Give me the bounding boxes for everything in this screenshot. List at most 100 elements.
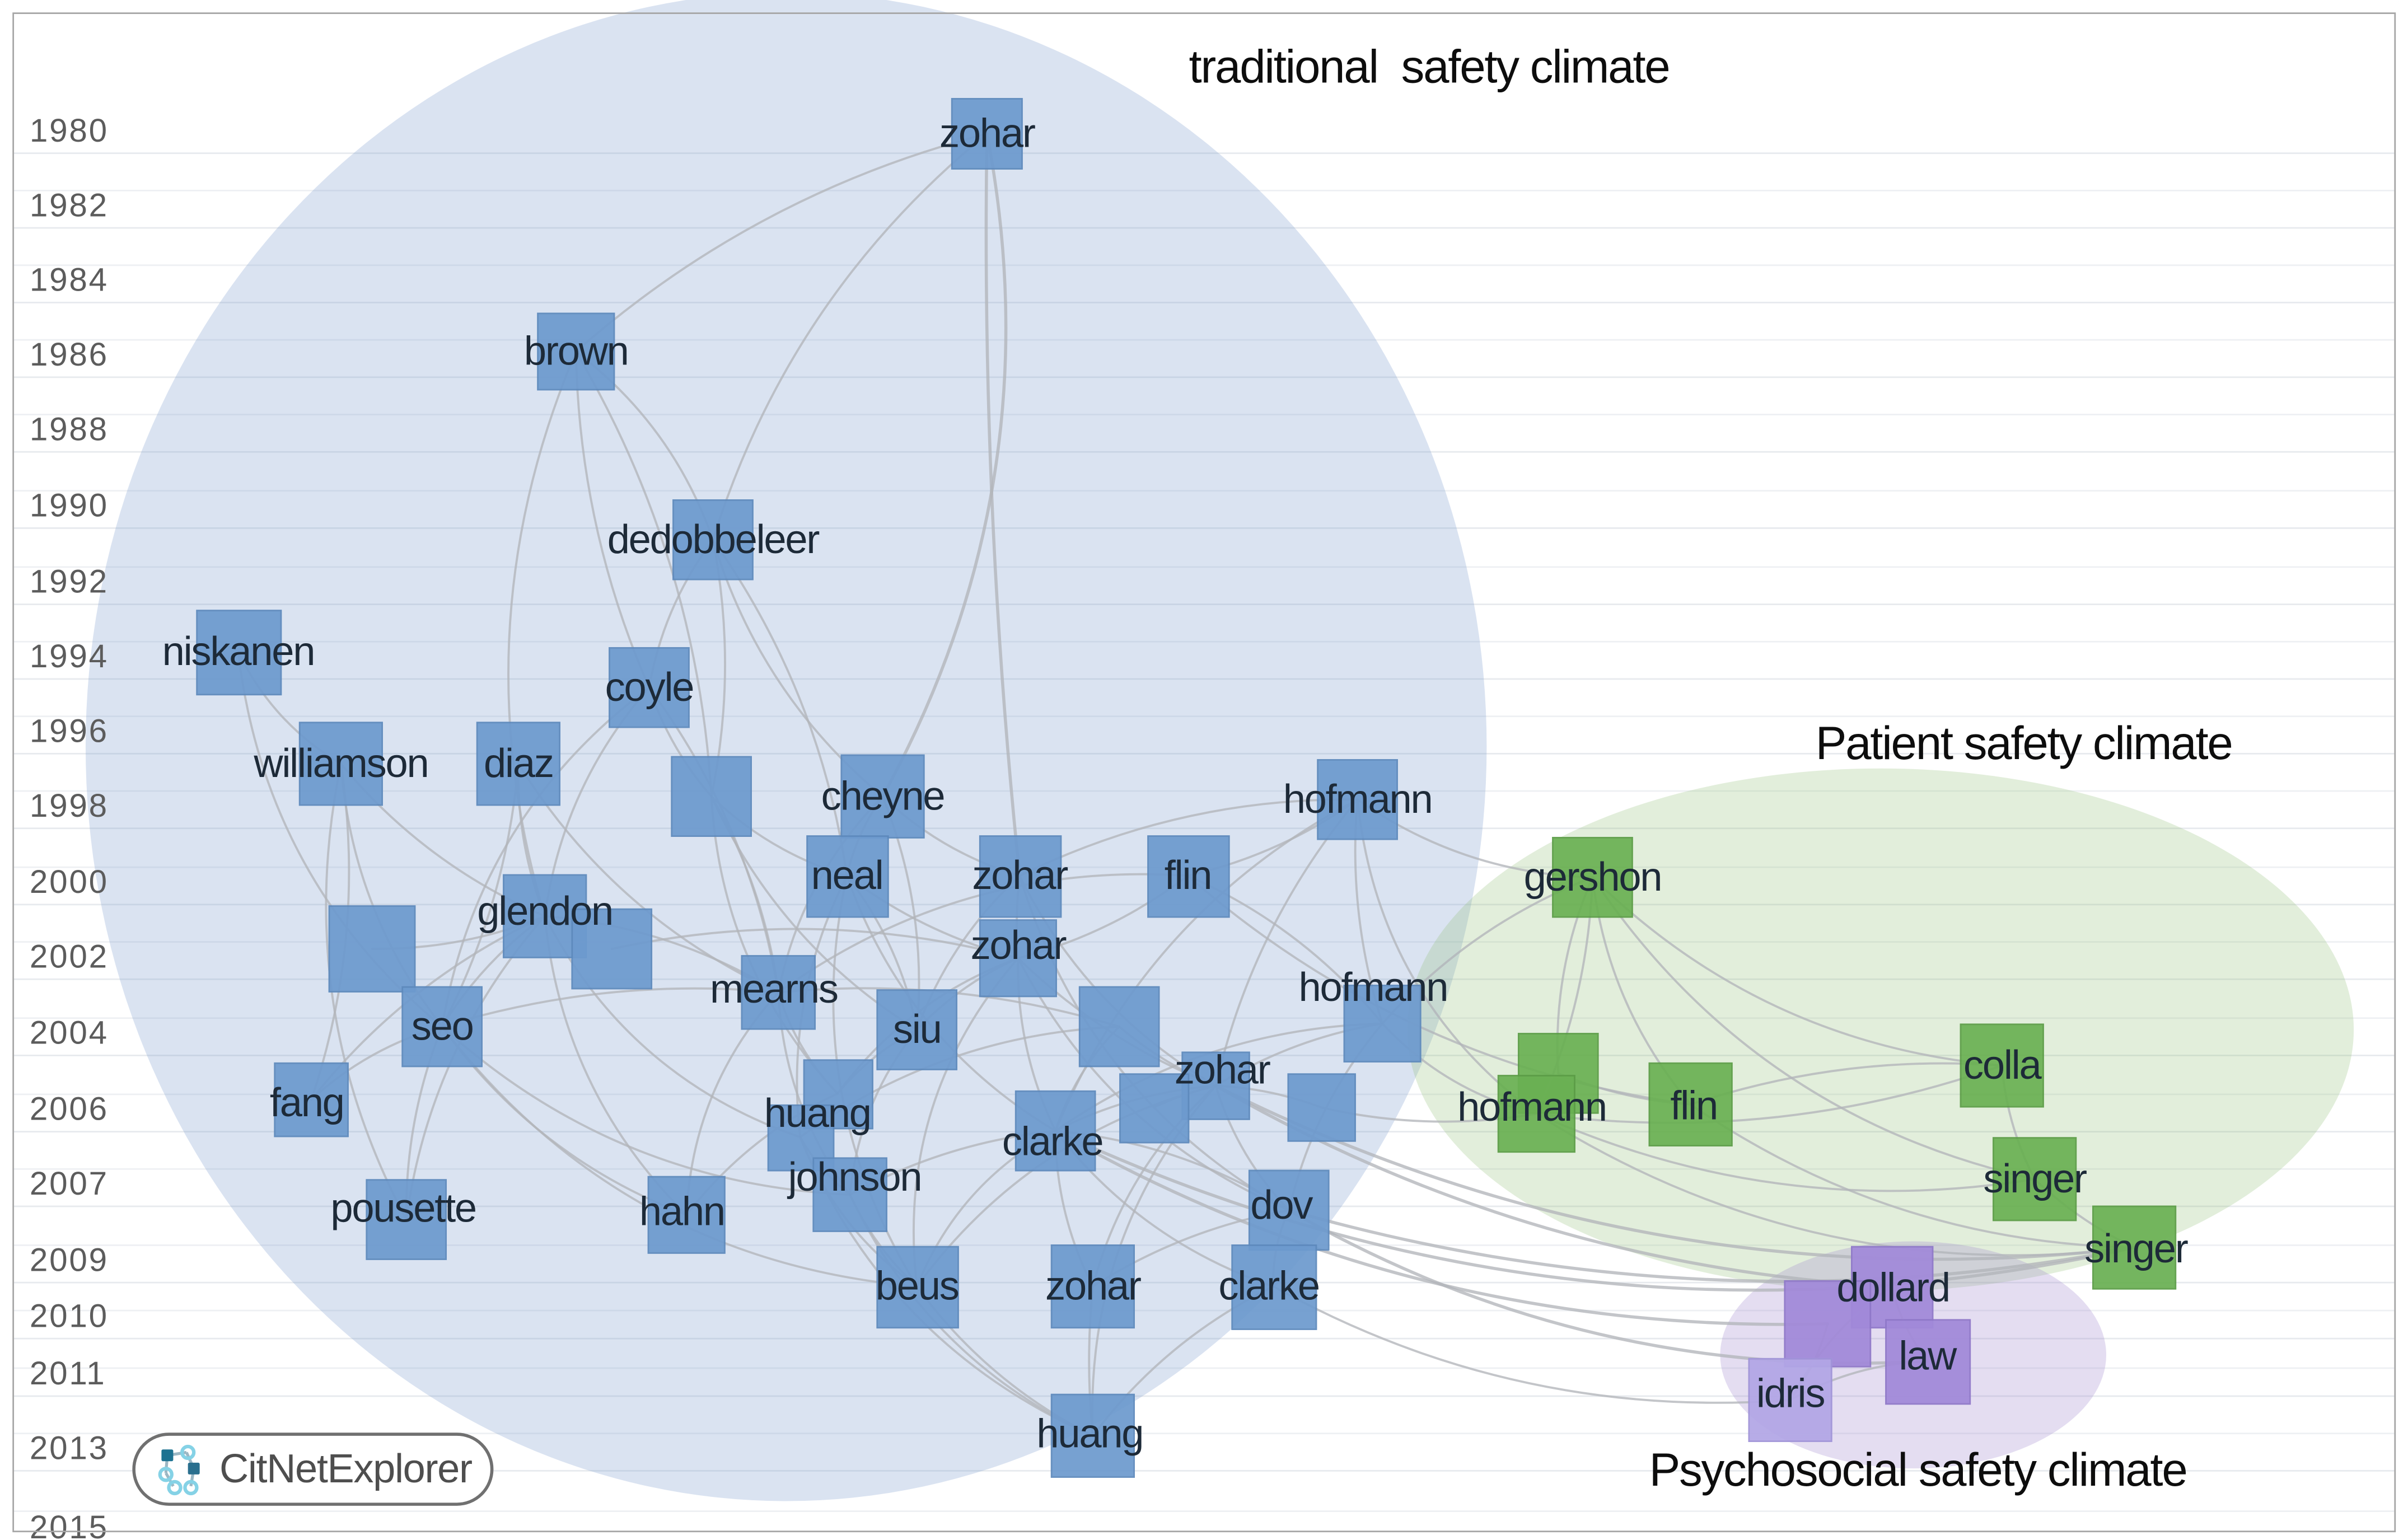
node-label-seo[interactable]: seo: [411, 1002, 474, 1050]
node-label-z02[interactable]: zohar: [970, 921, 1067, 968]
citation-edge: [912, 957, 1020, 1288]
citation-edge: [712, 539, 848, 877]
node-flin-fling[interactable]: [1648, 1062, 1733, 1146]
node-idris-idris[interactable]: [1748, 1358, 1832, 1442]
node-zohar-z00[interactable]: [978, 834, 1061, 918]
node-hofmann-hof03[interactable]: [1343, 984, 1422, 1062]
node-fang-fang[interactable]: [274, 1062, 349, 1138]
node-label-gersh[interactable]: gershon: [1523, 853, 1663, 900]
node-unlabeled-dollB[interactable]: [1784, 1280, 1872, 1368]
node-label-huB[interactable]: huang: [764, 1089, 872, 1136]
node-diaz-diaz[interactable]: [476, 722, 560, 806]
node-label-fling[interactable]: flin: [1670, 1082, 1718, 1129]
citation-edge: [507, 350, 577, 918]
node-zohar-z10[interactable]: [1050, 1244, 1135, 1329]
node-label-cheyne[interactable]: cheyne: [821, 772, 946, 820]
year-label-1998: 1998: [29, 788, 109, 825]
node-label-hof03[interactable]: hofmann: [1298, 963, 1449, 1010]
year-label-2013: 2013: [29, 1431, 109, 1467]
node-hofmann-hgB[interactable]: [1497, 1075, 1575, 1153]
node-dedobbeleer-dedo[interactable]: [672, 499, 754, 581]
node-label-clarke10[interactable]: clarke: [1218, 1262, 1320, 1309]
node-label-will[interactable]: williamson: [254, 739, 429, 787]
year-label-1996: 1996: [29, 714, 109, 750]
node-singer-sing09[interactable]: [2092, 1205, 2177, 1290]
node-beus-beus[interactable]: [876, 1245, 958, 1328]
node-label-neal[interactable]: neal: [811, 851, 884, 898]
node-hahn-hahn[interactable]: [647, 1176, 726, 1254]
node-niskanen-nisk[interactable]: [195, 608, 281, 695]
node-label-z05[interactable]: zohar: [1174, 1046, 1271, 1093]
citation-edge: [849, 1193, 1094, 1437]
node-flin-flin00[interactable]: [1146, 834, 1229, 918]
node-label-john[interactable]: johnson: [788, 1153, 923, 1200]
node-seo-seo[interactable]: [401, 986, 483, 1068]
node-pousette-pous[interactable]: [366, 1179, 447, 1260]
node-label-pous[interactable]: pousette: [330, 1185, 477, 1232]
node-gershon-gersh[interactable]: [1552, 836, 1633, 918]
node-zohar-z02[interactable]: [979, 919, 1057, 998]
gridline: [14, 1469, 2395, 1472]
node-zohar-z80[interactable]: [951, 98, 1023, 170]
node-label-z10[interactable]: zohar: [1045, 1262, 1142, 1309]
gridline: [14, 565, 2395, 567]
node-siu-siu[interactable]: [876, 989, 958, 1070]
node-label-diaz[interactable]: diaz: [484, 739, 554, 787]
node-unlabeled-big04[interactable]: [1078, 986, 1160, 1068]
year-label-2004: 2004: [29, 1015, 109, 1052]
node-neal-neal[interactable]: [805, 834, 889, 918]
node-label-hof98[interactable]: hofmann: [1283, 775, 1433, 822]
node-unlabeled-uA[interactable]: [1118, 1072, 1189, 1143]
node-hofmann-hof98[interactable]: [1317, 759, 1398, 840]
node-label-doll[interactable]: dollard: [1836, 1263, 1951, 1311]
node-singer-sing07[interactable]: [1993, 1137, 2077, 1221]
node-mearns-mearns[interactable]: [741, 955, 816, 1030]
citation-edge: [1689, 1103, 2136, 1249]
citation-edge: [881, 132, 1008, 798]
node-label-coyle[interactable]: coyle: [605, 663, 695, 710]
node-label-sing09[interactable]: singer: [2084, 1225, 2189, 1272]
node-unlabeled-glenL[interactable]: [328, 905, 416, 993]
node-label-fang[interactable]: fang: [269, 1079, 345, 1126]
citation-edge: [574, 133, 988, 353]
node-label-z00[interactable]: zohar: [972, 851, 1068, 898]
node-label-mearns[interactable]: mearns: [710, 965, 839, 1012]
node-dov-dov[interactable]: [1248, 1169, 1330, 1251]
node-label-clarke06[interactable]: clarke: [1002, 1117, 1104, 1164]
node-label-dov[interactable]: dov: [1250, 1181, 1313, 1228]
node-label-brown[interactable]: brown: [523, 327, 629, 375]
node-label-hgB[interactable]: hofmann: [1457, 1083, 1607, 1130]
node-label-colla[interactable]: colla: [1963, 1041, 2042, 1088]
node-huang-hu13[interactable]: [1050, 1393, 1135, 1478]
node-label-nisk[interactable]: niskanen: [162, 628, 316, 675]
gridline: [14, 1337, 2395, 1340]
node-unlabeled-glenR[interactable]: [571, 908, 653, 990]
node-label-law[interactable]: law: [1899, 1332, 1957, 1379]
node-clarke-clarke10[interactable]: [1230, 1243, 1316, 1330]
node-coyle-coyle[interactable]: [609, 647, 690, 728]
node-label-glen[interactable]: glendon: [477, 887, 614, 934]
node-label-hu13[interactable]: huang: [1036, 1410, 1144, 1457]
node-johnson-john[interactable]: [812, 1157, 887, 1232]
citation-edge: [610, 928, 1020, 959]
citation-edge: [574, 350, 713, 798]
citation-edge: [441, 686, 651, 1028]
node-label-z80[interactable]: zohar: [939, 109, 1036, 157]
node-label-flin00[interactable]: flin: [1164, 851, 1213, 898]
gridline: [14, 640, 2395, 643]
node-label-hahn[interactable]: hahn: [639, 1187, 726, 1234]
node-colla-colla[interactable]: [1960, 1023, 2044, 1108]
node-unlabeled-uB[interactable]: [1287, 1073, 1356, 1142]
node-label-beus[interactable]: beus: [875, 1262, 960, 1309]
node-label-dedo[interactable]: dedobbeleer: [607, 516, 820, 563]
node-unlabeled-n98[interactable]: [671, 756, 752, 837]
node-label-sing07[interactable]: singer: [1983, 1155, 2087, 1202]
node-brown-brown[interactable]: [537, 312, 615, 391]
node-law-law[interactable]: [1884, 1318, 1970, 1404]
node-label-siu[interactable]: siu: [892, 1005, 942, 1052]
node-clarke-clarke06[interactable]: [1014, 1090, 1096, 1172]
gridline: [14, 190, 2395, 191]
node-williamson-will[interactable]: [298, 722, 384, 806]
node-label-idris[interactable]: idris: [1756, 1369, 1826, 1417]
